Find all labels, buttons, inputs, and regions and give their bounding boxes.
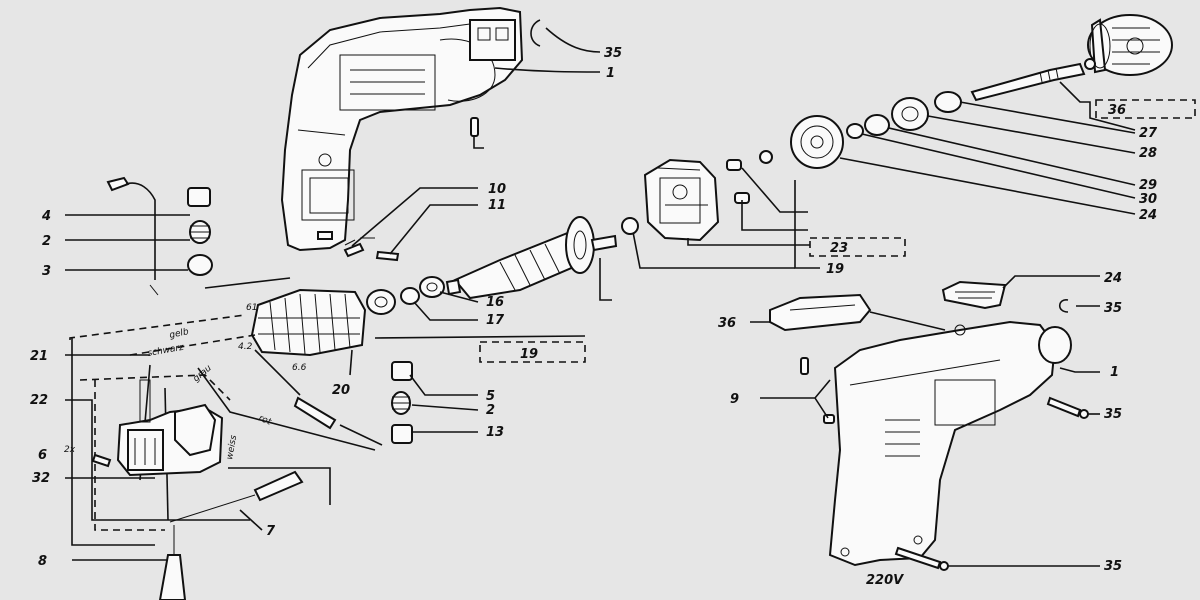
label-16: 16 <box>486 295 504 310</box>
wire-label-rot: rot <box>257 414 273 428</box>
wire-label-schwarz: schwarz <box>147 343 185 359</box>
wire-label-66: 6.6 <box>292 363 307 373</box>
part-29 <box>864 114 890 136</box>
armature <box>445 216 639 300</box>
label-13: 13 <box>486 425 504 440</box>
part-17 <box>400 287 420 305</box>
spindle <box>970 58 1096 102</box>
housing-half-right <box>828 320 1072 567</box>
label-19-low: 19 <box>520 347 538 362</box>
label-32: 32 <box>32 471 50 486</box>
label-21: 21 <box>30 349 48 364</box>
label-35-clip: 35 <box>1104 301 1122 316</box>
wire-label-42: 4.2 <box>238 342 253 352</box>
label-30: 30 <box>1139 192 1157 207</box>
label-36-top: 36 <box>1108 103 1126 118</box>
label-5: 5 <box>486 389 495 404</box>
label-1-right: 1 <box>1110 365 1119 380</box>
label-6: 6 <box>38 448 47 463</box>
label-24-right: 24 <box>1104 271 1122 286</box>
label-22: 22 <box>30 393 48 408</box>
gearbox-block <box>643 158 750 242</box>
label-7: 7 <box>266 524 276 539</box>
label-28: 28 <box>1139 146 1157 161</box>
label-29: 29 <box>1139 178 1157 193</box>
label-2-low: 2 <box>486 403 495 418</box>
label-27: 27 <box>1139 126 1158 141</box>
part-27 <box>934 91 962 113</box>
label-35-screw: 35 <box>1104 407 1122 422</box>
label-11: 11 <box>488 198 506 213</box>
housing-half-top <box>280 6 524 252</box>
label-9: 9 <box>730 392 739 407</box>
part-19 <box>366 289 396 315</box>
switch-module <box>116 379 224 477</box>
label-8: 8 <box>38 554 47 569</box>
wire-label-61: 61 <box>246 303 257 313</box>
wire-label-2x: 2x <box>64 445 76 455</box>
brush-5 <box>391 361 413 381</box>
label-19-mid: 19 <box>826 262 844 277</box>
label-36-plate: 36 <box>718 316 736 331</box>
label-4: 4 <box>41 209 51 224</box>
label-24-top: 24 <box>1139 208 1157 223</box>
label-1-top: 1 <box>606 66 615 81</box>
part-28 <box>891 97 929 131</box>
chuck-assembly <box>1087 14 1173 76</box>
part-30 <box>846 123 864 139</box>
label-10: 10 <box>488 182 506 197</box>
label-23: 23 <box>830 241 848 256</box>
wire-label-weiss: weiss <box>225 434 239 460</box>
wire-label-gelb: gelb <box>169 327 190 341</box>
label-35-bottom: 35 <box>1104 559 1122 574</box>
label-20: 20 <box>332 383 350 398</box>
voltage-label: 220V <box>866 573 904 588</box>
gear-24 <box>790 115 844 169</box>
label-3-top: 3 <box>42 264 51 279</box>
stator <box>250 288 367 357</box>
label-35-top: 35 <box>604 46 622 61</box>
label-17: 17 <box>486 313 505 328</box>
part-16 <box>419 276 445 298</box>
label-2-top: 2 <box>42 234 51 249</box>
